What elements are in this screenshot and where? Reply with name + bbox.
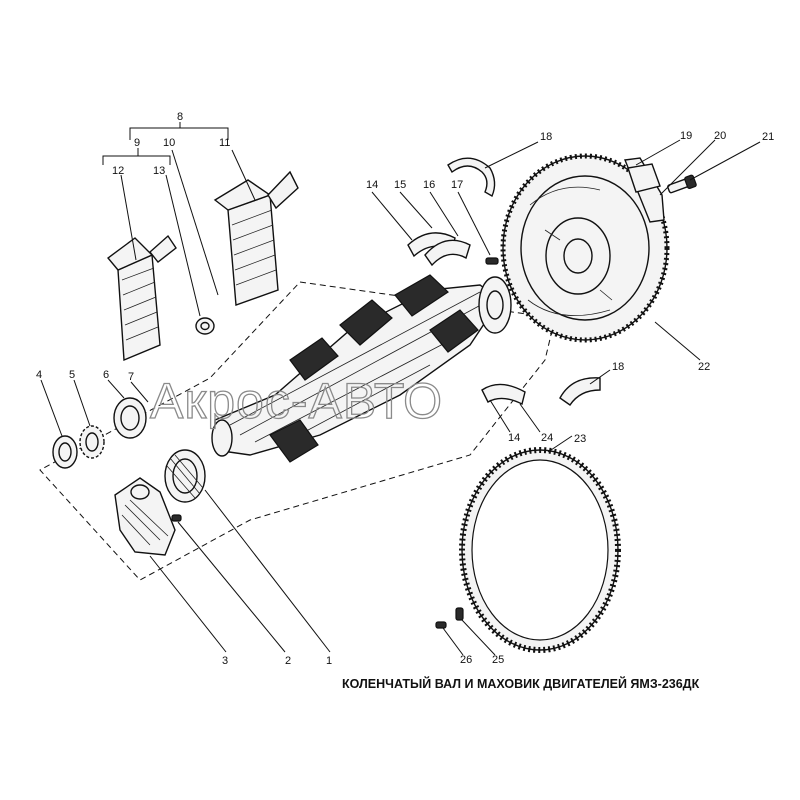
callout-15: 15: [394, 179, 406, 191]
watermark: Акрос-АВТО: [150, 373, 443, 429]
pin-17: [485, 257, 499, 265]
leader-lines: [40, 122, 761, 656]
half-ring-14-lower: [481, 383, 526, 406]
callout-16: 16: [423, 179, 435, 191]
callout-5: 5: [69, 369, 75, 381]
bolt-26: [435, 621, 447, 629]
callout-13: 13: [153, 165, 165, 177]
callout-6: 6: [103, 369, 109, 381]
half-ring-18-upper: [447, 157, 496, 197]
key: [171, 514, 182, 522]
washer-4: [52, 435, 78, 469]
callout-7: 7: [128, 371, 134, 383]
callout-24: 24: [541, 432, 553, 444]
bearing-shell-pack-12: [106, 234, 177, 362]
callout-21: 21: [762, 131, 774, 143]
callout-23: 23: [574, 433, 586, 445]
counterweight: [114, 477, 176, 556]
callout-8: 8: [177, 111, 183, 123]
pin-25: [455, 607, 464, 621]
ring-gear: [459, 447, 621, 653]
callout-26: 26: [460, 654, 472, 666]
crankshaft-gear: [164, 449, 206, 503]
callout-18-lower: 18: [612, 361, 624, 373]
thrust-half-rings-upper: [407, 232, 471, 267]
callout-3: 3: [222, 655, 228, 667]
callout-1: 1: [326, 655, 332, 667]
callout-18-upper: 18: [540, 131, 552, 143]
callout-numbers: 1 2 3 4 5 6 7 8 9 10 11 12 13 14 14 15 1…: [36, 111, 774, 667]
crankshaft: [211, 274, 512, 463]
callout-14-lower: 14: [508, 432, 520, 444]
callout-25: 25: [492, 654, 504, 666]
flywheel: [500, 153, 670, 343]
callout-17: 17: [451, 179, 463, 191]
half-ring-18-lower: [559, 377, 601, 406]
callout-2: 2: [285, 655, 291, 667]
callout-22: 22: [698, 361, 710, 373]
callout-11: 11: [219, 137, 230, 149]
callout-14-upper: 14: [366, 179, 378, 191]
lock-washer-5: [79, 425, 105, 459]
callout-12: 12: [112, 165, 124, 177]
oil-seal-6: [113, 397, 147, 439]
callout-20: 20: [714, 130, 726, 142]
bushing-13: [195, 317, 215, 335]
drawing-caption: КОЛЕНЧАТЫЙ ВАЛ И МАХОВИК ДВИГАТЕЛЕЙ ЯМЗ-…: [342, 676, 700, 691]
callout-10: 10: [163, 137, 175, 149]
bearing-shell-pack-11: [213, 170, 299, 306]
callout-9: 9: [134, 137, 140, 149]
callout-4: 4: [36, 369, 42, 381]
callout-19: 19: [680, 130, 692, 142]
lock-plate-19: [627, 163, 661, 193]
